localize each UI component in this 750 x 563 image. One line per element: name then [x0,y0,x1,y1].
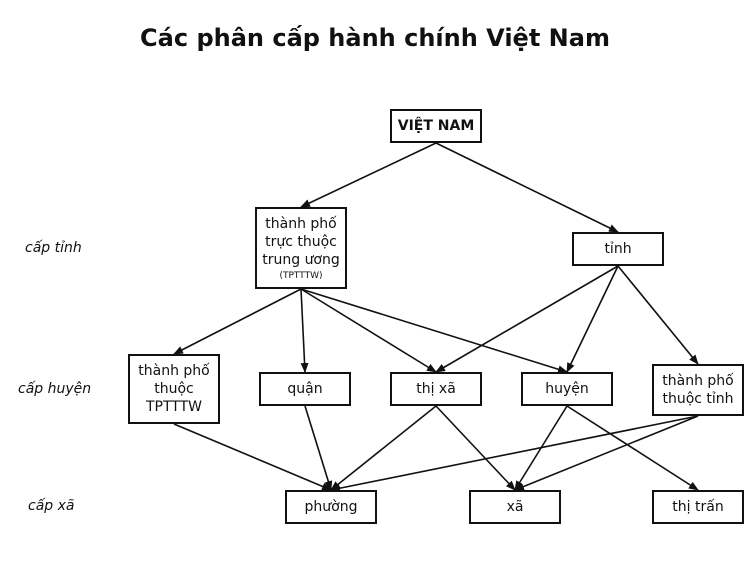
node-central-city-label: thành phố trực thuộc trung ương [262,215,340,268]
edge-quan-to-phuong [304,405,333,491]
edge-tptw-to-tp_thuoc_tptw [173,288,302,355]
node-rural-district: huyện [521,372,613,406]
edge-thi_xa-to-phuong [330,405,437,491]
node-provincial-city: thành phố thuộc tỉnh [652,364,744,416]
edge-tptw-to-quan [300,288,309,373]
level-label-commune: cấp xã [28,498,75,514]
edge-tp_thuoc_tptw-to-phuong [173,423,332,491]
level-label-district: cấp huyện [18,381,92,397]
edge-tptw-to-thi_xa [300,288,437,373]
edge-tinh-to-tp_thuoc_tinh [617,265,699,365]
node-vietnam: VIỆT NAM [390,109,482,143]
edge-huyen-to-thi_tran [566,405,699,491]
edge-tp_thuoc_tinh-to-phuong [330,415,699,493]
node-province: tỉnh [572,232,664,266]
edge-tptw-to-huyen [300,288,568,374]
node-city-under-central-city-label: thành phố thuộc TPTTTW [138,363,210,415]
edge-vietnam-to-tinh [435,142,619,233]
node-town-label: thị xã [416,381,456,397]
node-commune: xã [469,490,561,524]
node-ward: phường [285,490,377,524]
node-township: thị trấn [652,490,744,524]
node-town: thị xã [390,372,482,406]
node-township-label: thị trấn [672,499,724,515]
edge-tinh-to-huyen [566,265,619,373]
edge-thi_xa-to-xa [435,405,516,491]
edge-vietnam-to-tptw [300,142,437,208]
node-central-city: thành phố trực thuộc trung ương (TPTTTW) [255,207,347,289]
node-commune-label: xã [506,499,524,515]
node-ward-label: phường [304,499,358,515]
node-provincial-city-label: thành phố thuộc tỉnh [662,373,734,407]
node-province-label: tỉnh [604,241,632,257]
level-label-province: cấp tỉnh [25,240,82,256]
node-urban-district: quận [259,372,351,406]
node-urban-district-label: quận [287,381,323,397]
diagram-title: Các phân cấp hành chính Việt Nam [140,24,610,52]
node-central-city-abbrev: (TPTTTW) [279,270,323,281]
node-city-under-central-city: thành phố thuộc TPTTTW [128,354,220,424]
edge-tp_thuoc_tinh-to-xa [514,415,699,491]
edge-tinh-to-thi_xa [435,265,619,373]
node-rural-district-label: huyện [545,381,589,397]
node-vietnam-label: VIỆT NAM [397,118,475,134]
